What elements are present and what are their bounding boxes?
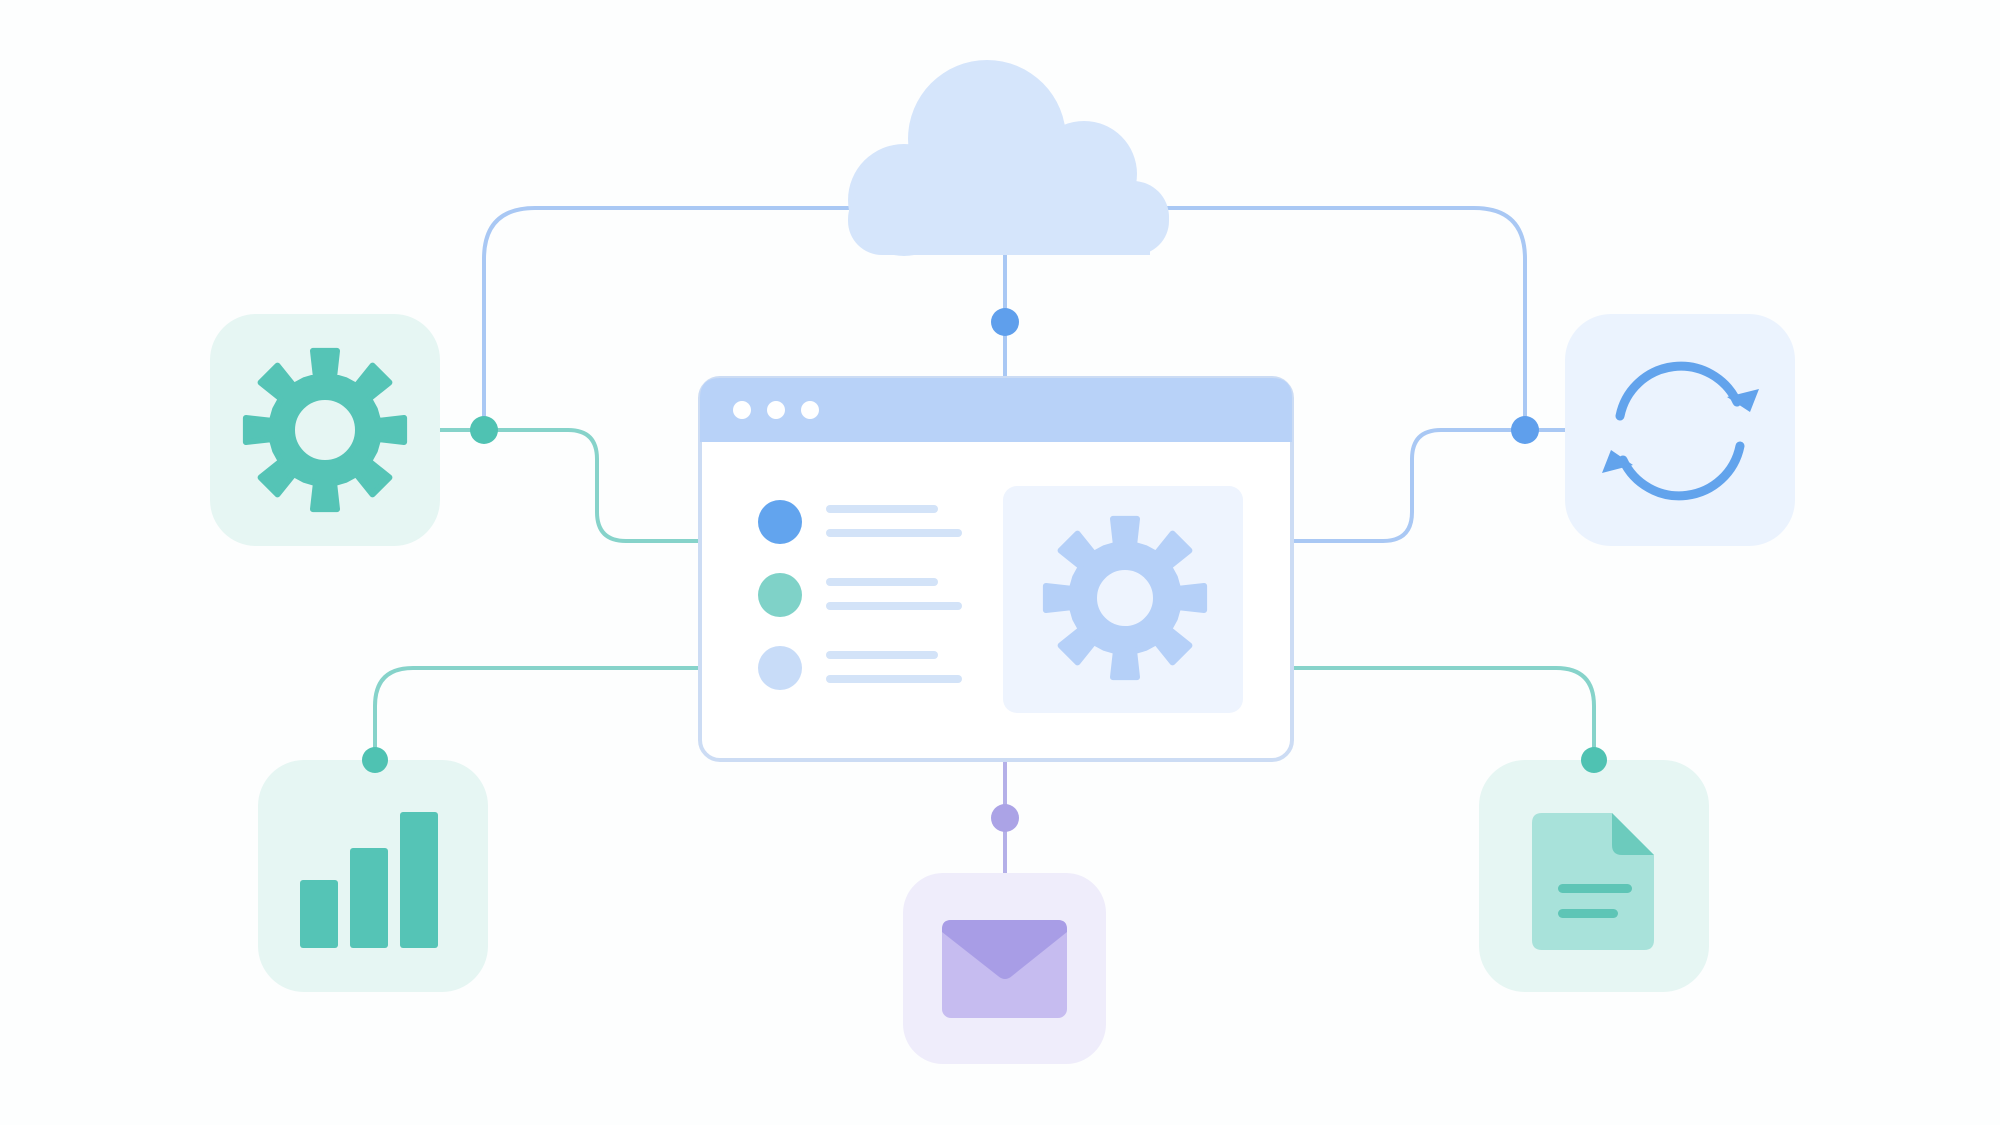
connection-nodes <box>362 308 1607 832</box>
window-control-dot <box>733 401 751 419</box>
list-text-line <box>826 529 962 537</box>
sync-icon <box>1615 361 1745 501</box>
gear-icon <box>1042 515 1208 681</box>
list-text-line <box>826 505 938 513</box>
gear-shape <box>1042 515 1208 681</box>
list-item <box>758 646 962 690</box>
bar-chart-icon <box>300 812 438 948</box>
gear-tile <box>210 314 440 546</box>
list-bullet <box>758 573 802 617</box>
chart-to-window-line <box>373 666 702 762</box>
sync-tile-background <box>1565 314 1795 546</box>
envelope-icon <box>942 920 1067 1018</box>
cloud-to-sync-line <box>1158 206 1527 432</box>
gear-icon <box>242 347 408 513</box>
list-text-line <box>826 602 962 610</box>
document-node <box>1581 747 1607 773</box>
list-bullet <box>758 500 802 544</box>
sync-to-window-line <box>1290 428 1567 543</box>
window-control-dot <box>767 401 785 419</box>
document-tile <box>1479 760 1709 992</box>
sync-arrowheads <box>1602 389 1759 473</box>
list-bullet <box>758 646 802 690</box>
envelope-tile <box>903 873 1106 1064</box>
bar-chart-tile <box>258 760 488 992</box>
list-text-line <box>826 578 938 586</box>
envelope-node <box>991 804 1019 832</box>
document-to-window-line <box>1290 666 1596 762</box>
list-text-line <box>826 675 962 683</box>
cloud-icon <box>848 60 1169 256</box>
cloud-window-node <box>991 308 1019 336</box>
connector-lines <box>373 206 1596 877</box>
sync-tile <box>1565 314 1795 546</box>
cloud-to-gear-line <box>482 206 852 432</box>
list-text-line <box>826 651 938 659</box>
window-list <box>758 500 962 690</box>
sync-node <box>1511 416 1539 444</box>
window-titlebar <box>700 378 1292 442</box>
window-control-dot <box>801 401 819 419</box>
document-icon <box>1532 813 1654 950</box>
chart-node <box>362 747 388 773</box>
gear-to-window-line <box>438 428 702 543</box>
list-item <box>758 500 962 544</box>
gear-node <box>470 416 498 444</box>
list-item <box>758 573 962 617</box>
app-window <box>698 376 1294 762</box>
gear-shape <box>242 347 408 513</box>
